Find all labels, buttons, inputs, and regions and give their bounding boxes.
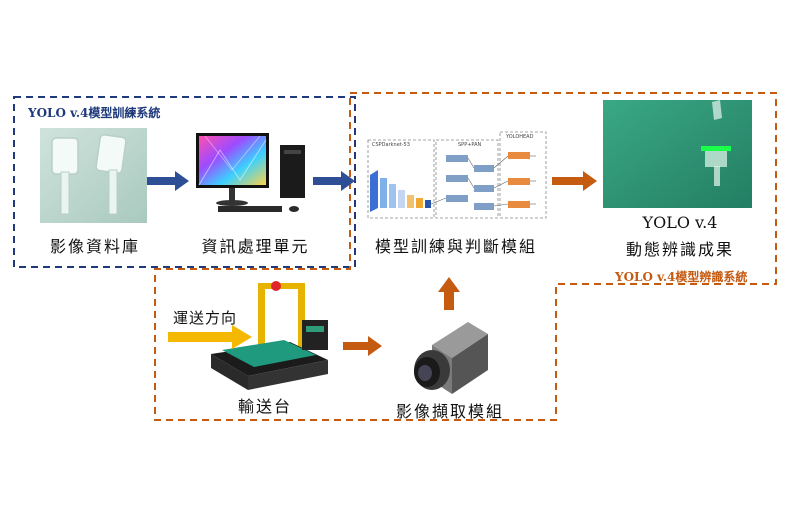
head-label: YOLOHEAD <box>506 134 534 140</box>
training-system-border <box>13 96 356 268</box>
arrow-processing-to-training <box>313 171 355 191</box>
arrow-conveyor-to-camera <box>343 336 382 356</box>
orange-arrows <box>343 171 597 356</box>
conveyor-direction-label: 運送方向 <box>172 309 237 327</box>
blue-arrows <box>147 171 355 191</box>
computer-image <box>196 133 305 212</box>
conveyor-label: 輸送台 <box>237 397 292 416</box>
result-label-line2: 動態辨識成果 <box>625 240 734 259</box>
network-architecture-diagram <box>367 131 547 219</box>
arrow-db-to-processing <box>147 171 189 191</box>
processing-unit-label: 資訊處理單元 <box>201 237 310 256</box>
arrow-training-to-result <box>552 171 597 191</box>
neck-label: SPP+PAN <box>458 142 482 148</box>
backbone-label: CSPDarknet-53 <box>372 142 410 148</box>
image-database-photo <box>40 128 147 223</box>
recognition-system-border <box>154 92 777 421</box>
recognition-result-image <box>603 100 752 208</box>
result-label-line1: YOLO v.4 <box>642 213 718 232</box>
capture-module-label: 影像擷取模組 <box>395 402 504 421</box>
image-database-label: 影像資料庫 <box>49 237 140 256</box>
training-module-label: 模型訓練與判斷模組 <box>374 237 537 256</box>
recognition-system-title: YOLO v.4模型辨識系統 <box>615 270 748 284</box>
camera-image <box>414 322 488 394</box>
conveyor-image <box>211 281 328 390</box>
training-system-title: YOLO v.4模型訓練系統 <box>28 106 161 120</box>
conveyor-direction-arrow <box>168 325 252 349</box>
arrow-camera-to-training <box>438 277 460 310</box>
